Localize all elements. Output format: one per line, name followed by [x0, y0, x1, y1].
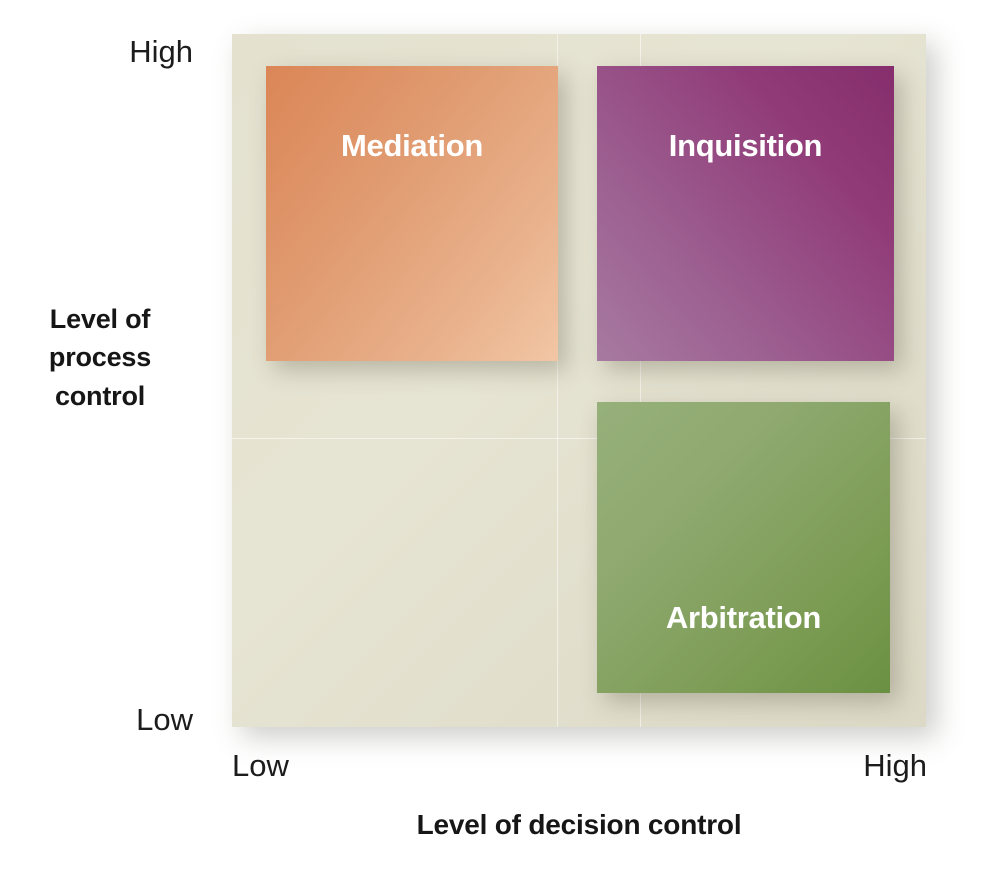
quadrant-label-mediation: Mediation	[341, 128, 483, 163]
x-axis-title: Level of decision control	[416, 809, 742, 840]
y-axis-tick-high: High	[129, 34, 193, 69]
x-axis-tick-high: High	[863, 748, 927, 783]
x-axis-tick-low: Low	[232, 748, 289, 783]
quadrant-tile-mediation[interactable]: Mediation	[266, 66, 558, 361]
y-axis-title: Level of process control	[48, 304, 152, 411]
quadrant-tile-inquisition[interactable]: Inquisition	[597, 66, 894, 361]
quadrant-label-arbitration: Arbitration	[665, 600, 822, 635]
quadrant-tile-arbitration[interactable]: Arbitration	[597, 402, 890, 693]
quadrant-label-inquisition: Inquisition	[668, 128, 823, 163]
y-axis-tick-low: Low	[136, 702, 193, 737]
